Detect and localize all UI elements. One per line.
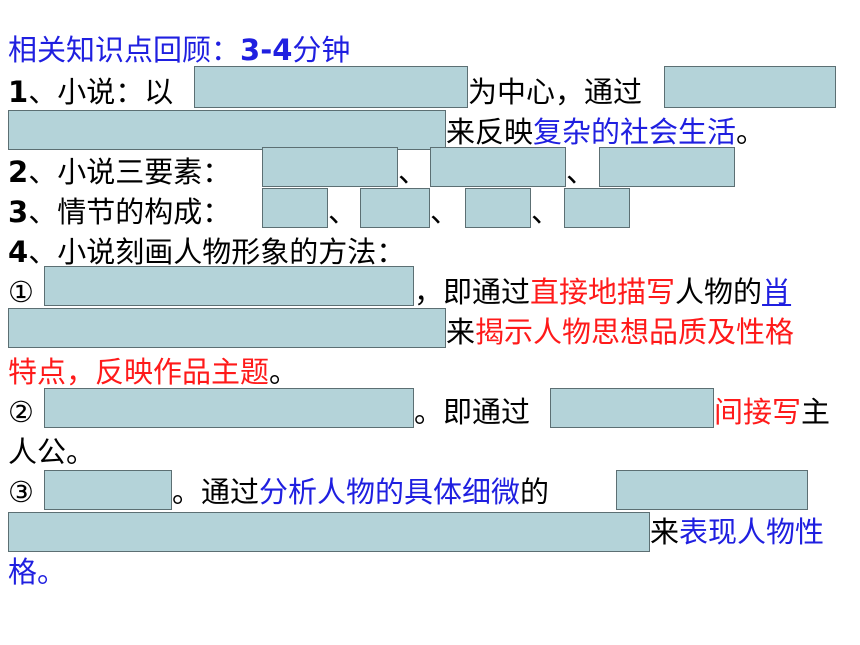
blank-box[interactable] [44,266,414,306]
highlight-text: 格。 [8,555,67,589]
circled-number: ③ [8,475,34,509]
title-time: 3-4 [240,33,293,67]
separator: 、 [566,152,595,192]
item-1-text-b: 为中心，通过 [468,72,642,112]
blank-box[interactable] [194,66,468,108]
separator: 、 [398,152,427,192]
item-text: ，即通过 [414,275,531,309]
item-number: 2 [8,155,29,189]
method-2-line-2: 人公。 [8,432,95,472]
item-text: 。 [269,355,299,389]
method-3-line-2: 来表现人物性 [650,512,824,552]
item-text: 。 [736,115,766,149]
blank-box[interactable] [8,308,446,348]
circled-number: ① [8,275,34,309]
highlight-text: 直接地描写 [530,275,676,309]
item-text: 主 [801,395,831,429]
separator-text: 、 [430,195,460,229]
item-1-line-1: 1、小说：以 [8,72,173,112]
blank-box[interactable] [262,147,398,187]
separator: 、 [328,192,357,232]
item-text: 来 [446,315,476,349]
separator: 、 [531,192,560,232]
highlight-text: 表现人物性 [679,515,825,549]
item-4-line: 4、小说刻画人物形象的方法： [8,232,405,272]
item-text: 人公。 [8,435,96,469]
highlight-text: 复杂的社会生活 [533,115,737,149]
item-1-line-2: 来反映复杂的社会生活。 [446,112,765,152]
blank-box[interactable] [550,388,714,428]
item-number: 3 [8,195,29,229]
item-text: 、小说三要素： [28,155,232,189]
separator-text: 、 [398,155,428,189]
item-text: 、小说刻画人物形象的方法： [28,235,406,269]
blank-box[interactable] [664,66,836,108]
page-title: 相关知识点回顾：3-4分钟 [8,30,350,70]
method-1-line-2: 来揭示人物思想品质及性格 [446,312,794,352]
title-unit: 分钟 [292,33,351,67]
item-text: 的 [520,475,550,509]
blank-box[interactable] [465,188,531,228]
item-text: 来反映 [446,115,534,149]
blank-box[interactable] [8,110,446,150]
method-2-marker: ② [8,392,34,432]
item-text: 、小说：以 [28,75,174,109]
highlight-text: 揭示人物思想品质及性格 [475,315,795,349]
item-number: 4 [8,235,29,269]
item-text: 来 [650,515,680,549]
separator-text: 、 [566,155,596,189]
item-text: 。即通过 [414,395,531,429]
item-text: 为中心，通过 [468,75,643,109]
method-3-marker: ③ [8,472,34,512]
method-3-text: 。通过分析人物的具体细微的 [172,472,549,512]
item-2-line: 2、小说三要素： [8,152,231,192]
method-1-line-3: 特点，反映作品主题。 [8,352,298,392]
method-2-text-b: 间接写主 [714,392,830,432]
item-text: 、情节的构成： [28,195,232,229]
item-text: 人物的 [675,275,763,309]
method-1-marker: ① [8,272,34,312]
separator: 、 [430,192,459,232]
title-text: 相关知识点回顾： [8,33,241,67]
method-2-text: 。即通过 [414,392,530,432]
highlight-text: 间接写 [714,395,802,429]
blank-box[interactable] [564,188,630,228]
item-number: 1 [8,75,29,109]
blank-box[interactable] [44,470,172,510]
blank-box[interactable] [262,188,328,228]
separator-text: 、 [328,195,358,229]
item-3-line: 3、情节的构成： [8,192,231,232]
blank-box[interactable] [360,188,430,228]
blank-box[interactable] [44,388,414,428]
method-1-text: ，即通过直接地描写人物的肖 [414,272,791,312]
blank-box[interactable] [8,512,650,552]
separator-text: 、 [531,195,561,229]
highlight-text: 特点，反映作品主题 [8,355,270,389]
highlight-text: 分析人物的具体细微 [259,475,521,509]
item-text: 。通过 [172,475,260,509]
blank-box[interactable] [430,147,566,187]
method-3-line-3: 格。 [8,552,66,592]
blank-box[interactable] [616,470,808,510]
circled-number: ② [8,395,34,429]
highlight-text: 肖 [762,275,792,309]
blank-box[interactable] [599,147,735,187]
